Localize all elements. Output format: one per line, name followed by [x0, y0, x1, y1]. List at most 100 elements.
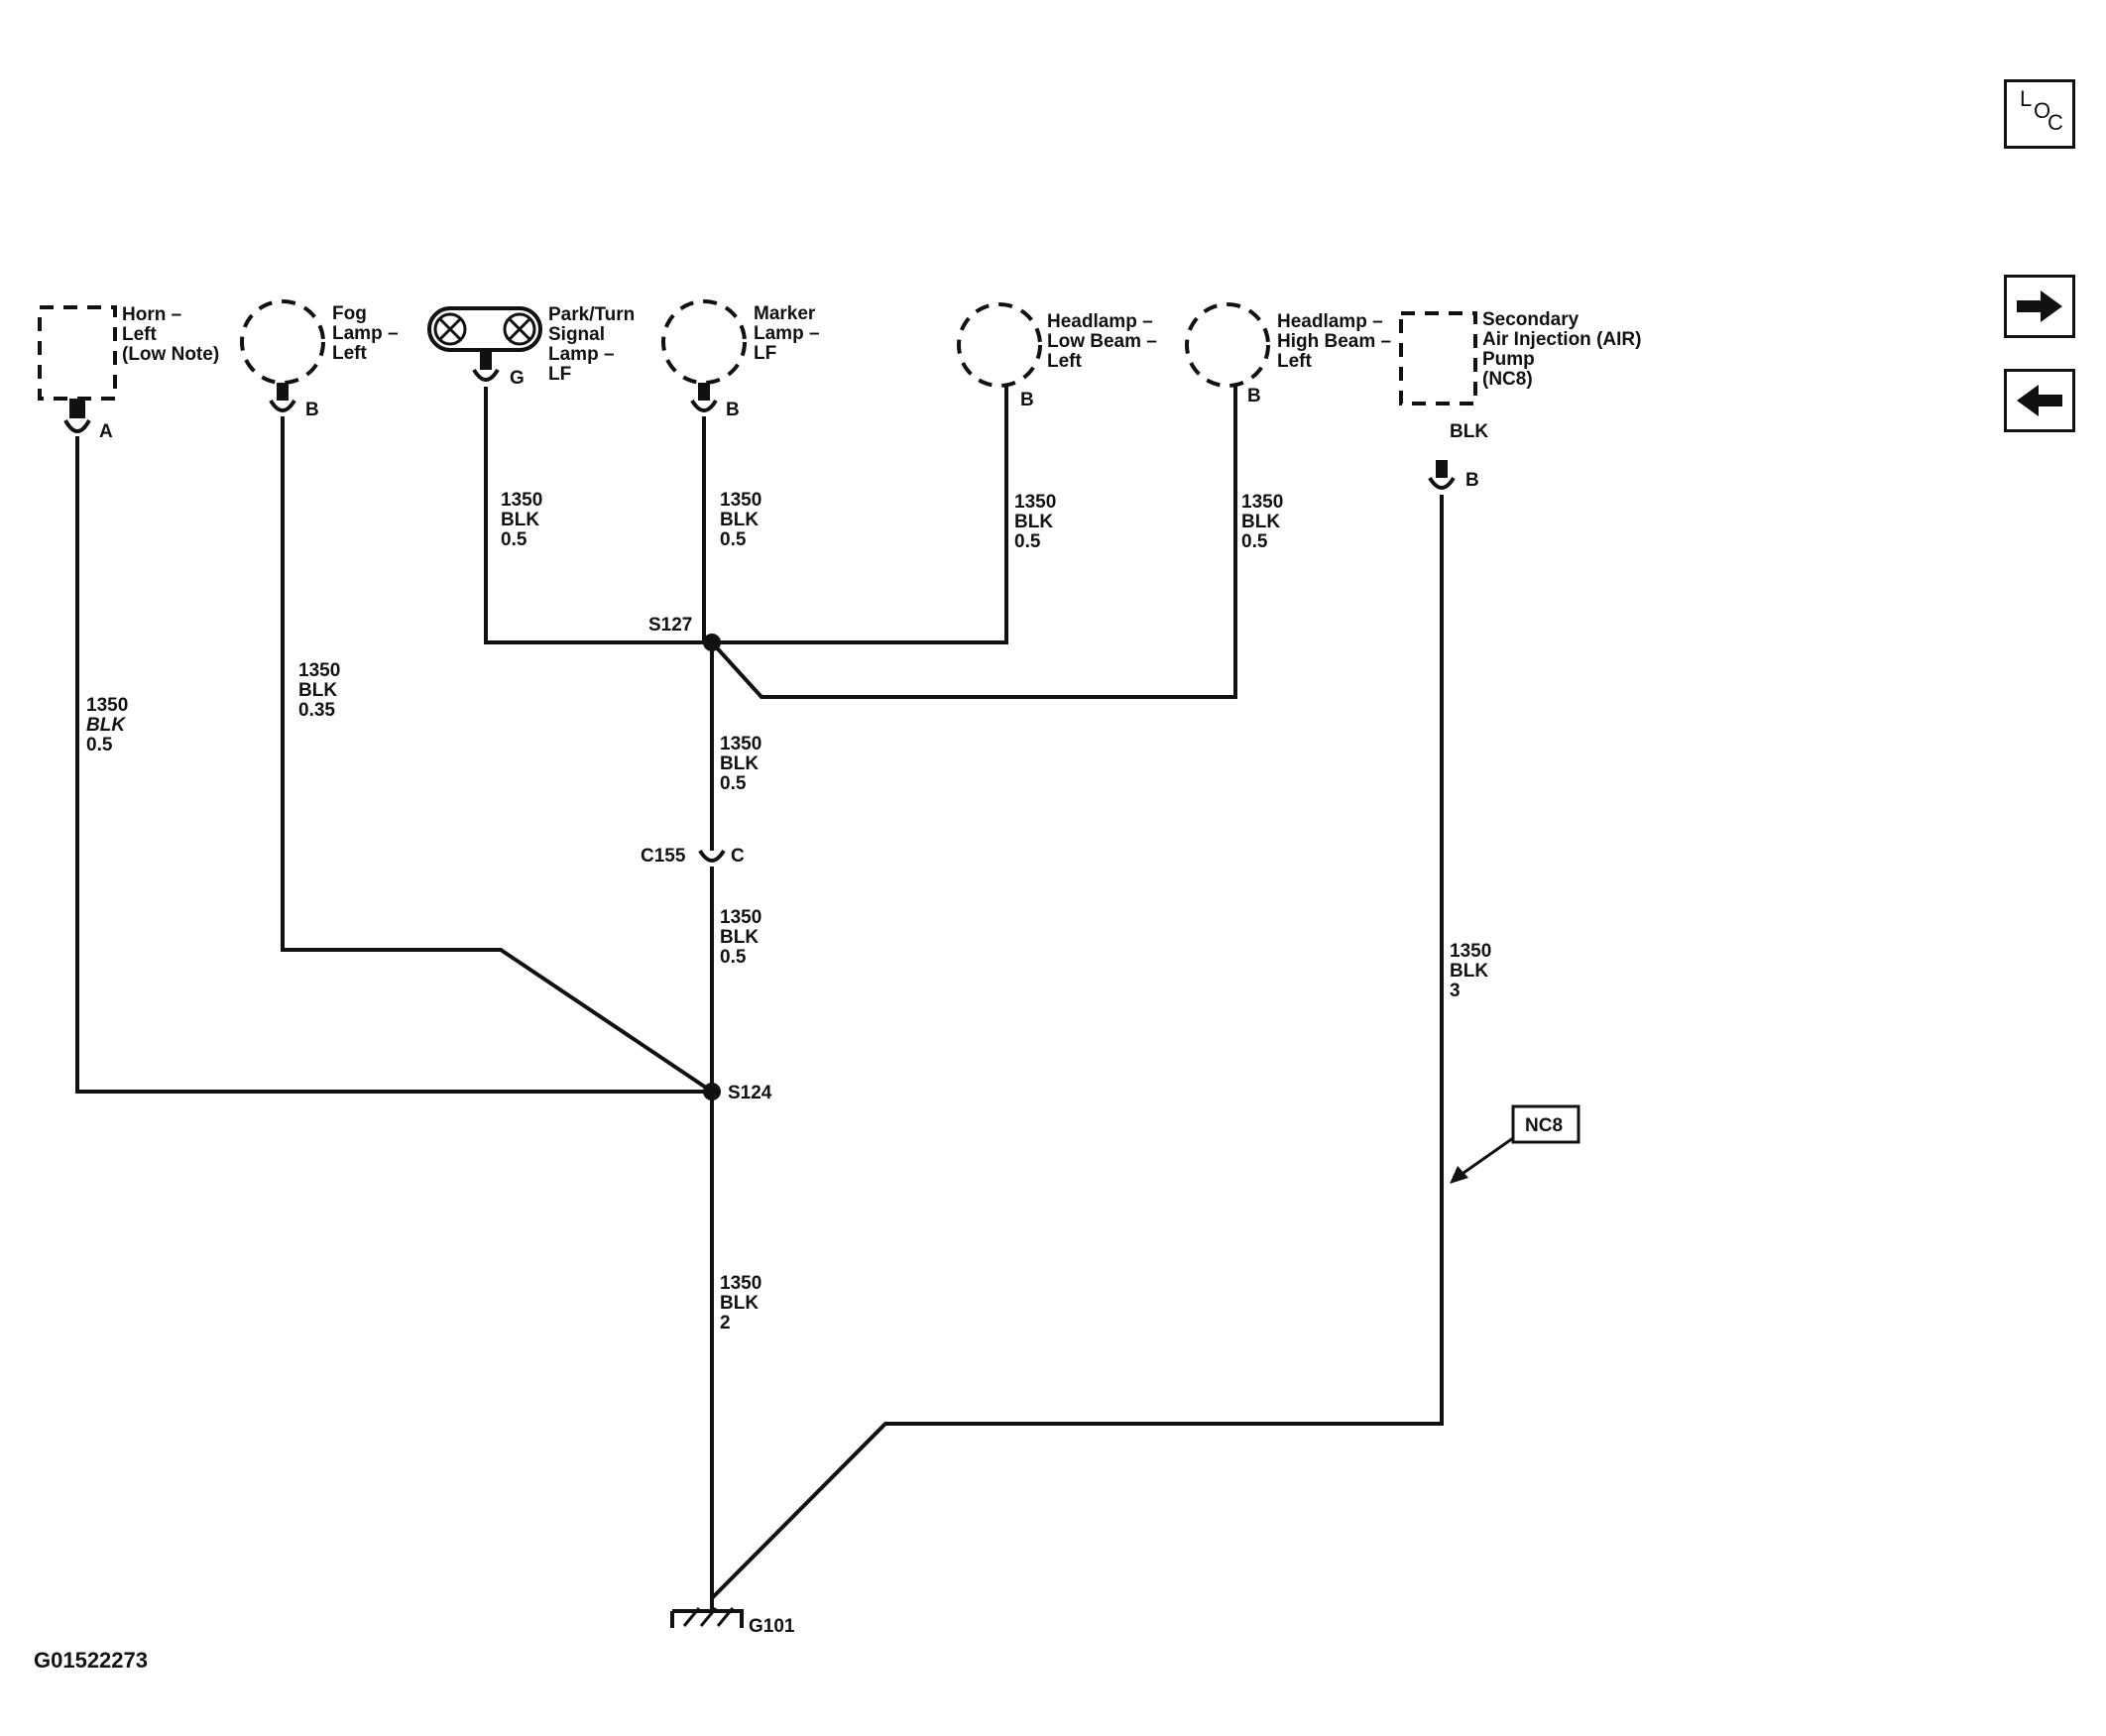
high-beam-headlamp-component: Headlamp – High Beam – Left B — [1185, 302, 1391, 406]
air-pump-short-wire-label: BLK — [1450, 421, 1488, 442]
marker-lamp-symbol — [661, 299, 747, 385]
fog-label-line3: Left — [332, 343, 368, 364]
park-label-line4: LF — [548, 364, 571, 385]
high-beam-pin-label: B — [1247, 386, 1261, 406]
marker-pin-connector — [690, 399, 718, 412]
air-pump-pin-connector — [1428, 476, 1456, 490]
park-label-line1: Park/Turn — [548, 304, 635, 325]
high-beam-label-line1: Headlamp – — [1277, 311, 1383, 332]
horn-label-line3: (Low Note) — [122, 344, 219, 365]
loc-icon: L O C — [2010, 84, 2069, 144]
loc-letter-c: C — [2048, 110, 2063, 135]
low-beam-symbol — [957, 302, 1042, 388]
arrow-left-icon — [2017, 385, 2062, 416]
loc-button[interactable]: L O C — [2004, 79, 2075, 149]
splice-s124-label: S124 — [728, 1083, 772, 1103]
high-beam-label-line2: High Beam – — [1277, 331, 1391, 352]
air-pump-component: Secondary Air Injection (AIR) Pump (NC8)… — [1399, 309, 1641, 491]
park-wire-color: BLK — [501, 510, 539, 530]
low-beam-label-line2: Low Beam – — [1047, 331, 1157, 352]
air-pump-label-line3: Pump — [1482, 349, 1535, 370]
low-beam-wire-gauge: 0.5 — [1014, 531, 1041, 552]
horn-label-line1: Horn – — [122, 304, 181, 325]
high-beam-symbol — [1185, 302, 1270, 388]
s127-c155-wire-color: BLK — [720, 753, 759, 774]
arrow-right-icon — [2017, 290, 2062, 322]
previous-page-button[interactable] — [2004, 369, 2075, 432]
park-terminal — [480, 350, 492, 370]
connector-c155-pin-label: C — [731, 846, 745, 867]
horn-label-line2: Left — [122, 324, 158, 345]
air-pump-wire — [710, 495, 1444, 1600]
park-bulb-1 — [433, 312, 467, 346]
horn-pin-connector — [63, 418, 91, 433]
park-wire — [484, 387, 712, 644]
s124-g101-wire-color: BLK — [720, 1293, 759, 1314]
air-pump-label-line4: (NC8) — [1482, 369, 1533, 390]
splice-s127-label: S127 — [648, 615, 692, 636]
wires — [75, 384, 1444, 1611]
low-beam-pin-label: B — [1020, 390, 1034, 410]
marker-wire-circuit: 1350 — [720, 490, 761, 511]
low-beam-wire — [712, 384, 1008, 644]
low-beam-label-line3: Left — [1047, 351, 1083, 372]
low-beam-headlamp-component: Headlamp – Low Beam – Left B — [957, 302, 1157, 410]
ground-hatch — [682, 1607, 735, 1627]
nc8-option-tag: NC8 — [1450, 1104, 1580, 1184]
fog-label-line2: Lamp – — [332, 323, 399, 344]
high-beam-wire-color: BLK — [1241, 512, 1280, 532]
park-pin-label: G — [510, 368, 525, 389]
horn-wire-gauge: 0.5 — [86, 735, 113, 755]
horn-wire — [75, 436, 712, 1094]
air-pump-terminal — [1436, 460, 1448, 478]
marker-label-line3: LF — [754, 343, 776, 364]
s127-c155-wire-circuit: 1350 — [720, 734, 761, 754]
fog-lamp-left-component: Fog Lamp – Left B — [240, 299, 399, 420]
c155-s124-wire-circuit: 1350 — [720, 907, 761, 928]
high-beam-wire-gauge: 0.5 — [1241, 531, 1268, 552]
fog-wire-color: BLK — [298, 680, 337, 701]
horn-left-component: Horn – Left (Low Note) A — [38, 304, 219, 442]
splice-s124-dot — [703, 1083, 721, 1100]
image-id-label: G01522273 — [34, 1648, 148, 1673]
marker-label-line2: Lamp – — [754, 323, 820, 344]
wire-labels: 1350 BLK 0.5 1350 BLK 0.35 1350 BLK 0.5 … — [86, 490, 1491, 1333]
fog-pin-label: B — [305, 400, 319, 420]
c155-connector-symbol — [698, 849, 726, 863]
air-pump-box — [1399, 311, 1477, 405]
park-wire-circuit: 1350 — [501, 490, 542, 511]
marker-pin-label: B — [726, 400, 740, 420]
park-label-line3: Lamp – — [548, 344, 615, 365]
nc8-tag-box — [1511, 1104, 1580, 1144]
marker-label-line1: Marker — [754, 303, 816, 324]
c155-s124-wire-gauge: 0.5 — [720, 947, 747, 968]
fog-wire — [281, 416, 714, 1094]
c155-s124-wire-color: BLK — [720, 927, 759, 948]
splice-s127-dot — [703, 634, 721, 651]
park-turn-lamp-component: Park/Turn Signal Lamp – LF G — [427, 304, 635, 389]
low-beam-label-line1: Headlamp – — [1047, 311, 1153, 332]
fog-lamp-symbol — [240, 299, 325, 385]
marker-lamp-component: Marker Lamp – LF B — [661, 299, 820, 420]
nc8-tag-label: NC8 — [1525, 1115, 1563, 1136]
air-wire-color: BLK — [1450, 961, 1488, 982]
marker-wire-color: BLK — [720, 510, 759, 530]
loc-letter-o: O — [2034, 98, 2051, 123]
marker-terminal — [698, 383, 710, 401]
fog-terminal — [277, 383, 289, 401]
fog-pin-connector — [269, 399, 296, 412]
next-page-button[interactable] — [2004, 275, 2075, 338]
marker-wire-gauge: 0.5 — [720, 529, 747, 550]
ground-g101: G101 — [670, 1607, 795, 1637]
fog-wire-circuit: 1350 — [298, 660, 340, 681]
park-bulb-2 — [503, 312, 536, 346]
high-beam-wire — [710, 384, 1237, 699]
fog-label-line1: Fog — [332, 303, 367, 324]
nc8-arrowhead — [1450, 1166, 1468, 1184]
high-beam-label-line3: Left — [1277, 351, 1313, 372]
fog-wire-gauge: 0.35 — [298, 700, 335, 721]
air-pump-label-line2: Air Injection (AIR) — [1482, 329, 1641, 350]
air-wire-circuit: 1350 — [1450, 941, 1491, 962]
air-wire-gauge: 3 — [1450, 981, 1461, 1001]
